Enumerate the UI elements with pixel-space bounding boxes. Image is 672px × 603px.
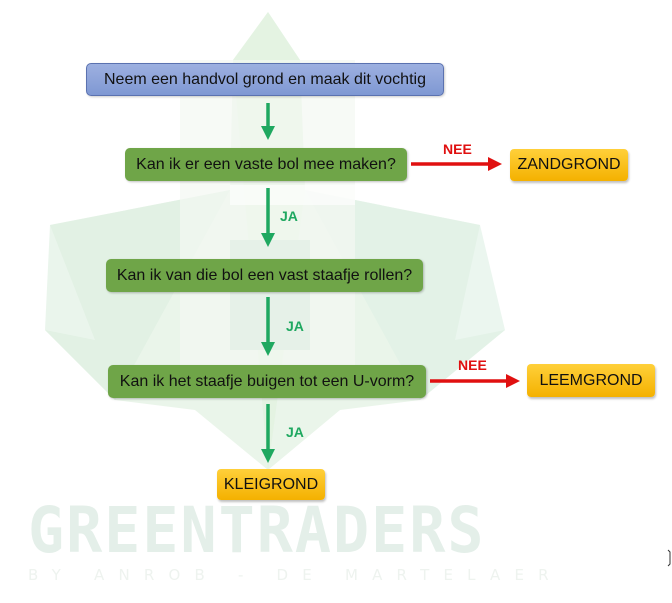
text-cursor-icon bbox=[667, 549, 671, 567]
watermark-subtitle: BY ANROB - DE MARTELAER bbox=[28, 566, 563, 584]
result-leemgrond-text: LEEMGROND bbox=[539, 371, 643, 389]
yes-label-q1: JA bbox=[280, 208, 298, 224]
watermark-brand: GREENTRADERS bbox=[28, 494, 486, 568]
yes-label-q3: JA bbox=[286, 424, 304, 440]
question-3: Kan ik het staafje buigen tot een U-vorm… bbox=[108, 365, 426, 398]
result-kleigrond-text: KLEIGROND bbox=[223, 475, 319, 493]
question-2-text: Kan ik van die bol een vast staafje roll… bbox=[116, 266, 413, 284]
result-zandgrond: ZANDGROND bbox=[510, 149, 628, 181]
question-2: Kan ik van die bol een vast staafje roll… bbox=[106, 259, 423, 292]
question-1: Kan ik er een vaste bol mee maken? bbox=[125, 148, 407, 181]
no-label-q3: NEE bbox=[458, 357, 487, 373]
yes-label-q2: JA bbox=[286, 318, 304, 334]
result-leemgrond: LEEMGROND bbox=[527, 364, 655, 397]
result-kleigrond: KLEIGROND bbox=[217, 469, 325, 500]
start-step: Neem een handvol grond en maak dit vocht… bbox=[86, 63, 444, 96]
question-3-text: Kan ik het staafje buigen tot een U-vorm… bbox=[119, 372, 415, 390]
question-1-text: Kan ik er een vaste bol mee maken? bbox=[136, 155, 396, 173]
result-zandgrond-text: ZANDGROND bbox=[517, 156, 621, 173]
no-label-q1: NEE bbox=[443, 141, 472, 157]
start-step-text: Neem een handvol grond en maak dit vocht… bbox=[104, 70, 426, 88]
